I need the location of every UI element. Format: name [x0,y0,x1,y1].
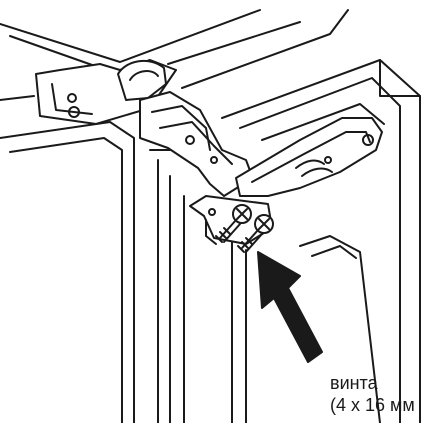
cabinet-side-wall [221,59,421,423]
hinge-illustration [35,59,383,197]
pointer-arrow [257,251,323,363]
screw-callout-label: винта (4 x 16 мм [330,372,415,416]
screw-icon [215,204,252,243]
callout-line-1: винта [330,373,378,393]
screw-icon [237,214,274,253]
cabinet-top-panel [0,9,349,89]
callout-line-2: (4 x 16 мм [330,395,415,415]
